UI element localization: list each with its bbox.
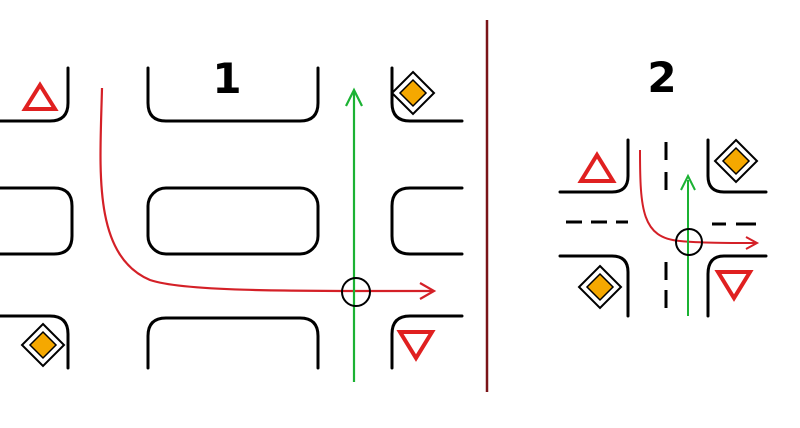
conflict-point-circle xyxy=(675,228,703,256)
give-way-sign-triangle-down xyxy=(396,330,436,362)
curb-bottom-left xyxy=(558,254,630,318)
priority-road-sign xyxy=(20,322,66,368)
give-way-sign-triangle-up xyxy=(21,81,59,111)
curb-bottom-right xyxy=(706,254,768,318)
give-way-sign-triangle-down xyxy=(714,270,754,302)
block-top-center xyxy=(146,66,320,123)
priority-road-sign xyxy=(390,70,436,116)
block-mid-right xyxy=(390,186,464,256)
conflict-point-circle xyxy=(341,277,371,307)
red-path-arrowhead xyxy=(419,282,437,300)
red-path-arrowhead xyxy=(745,236,760,250)
priority-road-sign xyxy=(577,264,623,310)
give-way-sign-triangle-up xyxy=(577,151,617,183)
panel-2-label: 2 xyxy=(647,53,676,102)
priority-road-sign xyxy=(713,138,759,184)
panel-2: 2 xyxy=(558,53,768,318)
red-turn-path xyxy=(99,87,433,293)
block-bottom-center xyxy=(146,316,320,370)
green-path-arrowhead xyxy=(680,173,696,191)
block-bottom-right xyxy=(390,314,464,370)
block-bottom-left xyxy=(0,314,70,370)
curb-top-left xyxy=(558,138,630,194)
panel-1-label: 1 xyxy=(212,54,241,103)
block-top-right xyxy=(390,66,464,123)
block-mid-center xyxy=(146,186,320,256)
green-path-arrowhead xyxy=(345,87,363,107)
block-mid-left xyxy=(0,186,74,256)
panel-1: 1 xyxy=(0,54,464,382)
block-top-left xyxy=(0,66,70,123)
curb-top-right xyxy=(706,138,768,194)
